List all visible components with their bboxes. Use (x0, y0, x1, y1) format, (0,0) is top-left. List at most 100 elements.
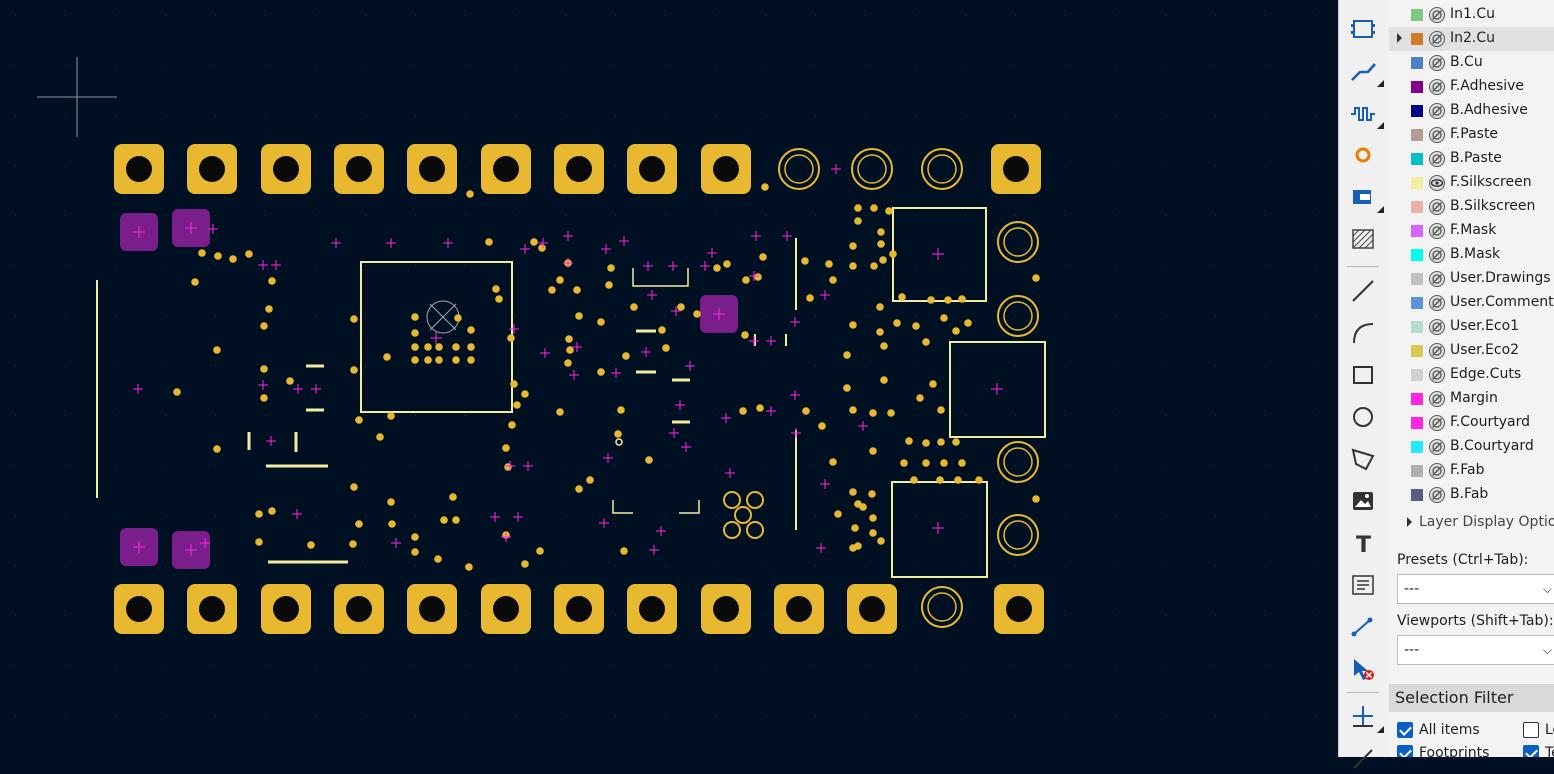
grid-dot (465, 265, 466, 266)
hidden-icon[interactable] (1428, 486, 1446, 504)
pcb-canvas[interactable] (0, 0, 1338, 757)
layer-color-swatch[interactable] (1411, 225, 1423, 237)
layer-row[interactable]: B.Adhesive (1389, 99, 1554, 123)
layer-row[interactable]: User.Eco1 (1389, 315, 1554, 339)
layer-row[interactable]: In2.Cu (1389, 27, 1554, 51)
hidden-icon[interactable] (1428, 438, 1446, 456)
locked-items-checkbox[interactable] (1523, 722, 1539, 738)
layer-color-swatch[interactable] (1411, 273, 1423, 285)
layer-color-swatch[interactable] (1411, 417, 1423, 429)
layer-row[interactable]: F.Mask (1389, 219, 1554, 243)
hidden-icon[interactable] (1428, 102, 1446, 120)
grid-dot (1065, 465, 1066, 466)
layer-color-swatch[interactable] (1411, 345, 1423, 357)
hidden-icon[interactable] (1428, 390, 1446, 408)
layer-color-swatch[interactable] (1411, 201, 1423, 213)
viewports-dropdown[interactable]: --- ⌵ (1397, 635, 1554, 665)
footprint-tool-button[interactable] (1348, 14, 1378, 44)
layer-color-swatch[interactable] (1411, 297, 1423, 309)
grid-dot (565, 515, 566, 516)
layer-color-swatch[interactable] (1411, 57, 1423, 69)
delete-tool-button[interactable] (1348, 654, 1378, 684)
layer-color-swatch[interactable] (1411, 33, 1423, 45)
anchor-tool-button[interactable] (1348, 702, 1378, 732)
layer-row[interactable]: Margin (1389, 387, 1554, 411)
layer-row[interactable]: F.Paste (1389, 123, 1554, 147)
hidden-icon[interactable] (1428, 462, 1446, 480)
zone-fill-tool-button[interactable] (1348, 224, 1378, 254)
grid-dot (765, 365, 766, 366)
hidden-icon[interactable] (1428, 78, 1446, 96)
add-rule-area-tool-button[interactable] (1348, 182, 1378, 212)
layer-row[interactable]: In1.Cu (1389, 3, 1554, 27)
layer-color-swatch[interactable] (1411, 369, 1423, 381)
layer-color-swatch[interactable] (1411, 393, 1423, 405)
layer-color-swatch[interactable] (1411, 465, 1423, 477)
presets-dropdown[interactable]: --- ⌵ (1397, 574, 1554, 604)
measure-tool-button[interactable] (1348, 744, 1378, 774)
grid-dot (1215, 615, 1216, 616)
layer-row[interactable]: B.Paste (1389, 147, 1554, 171)
layer-color-swatch[interactable] (1411, 9, 1423, 21)
layer-row[interactable]: Edge.Cuts (1389, 363, 1554, 387)
layer-row[interactable]: F.Silkscreen (1389, 171, 1554, 195)
hidden-icon[interactable] (1428, 318, 1446, 336)
hidden-icon[interactable] (1428, 270, 1446, 288)
layer-color-swatch[interactable] (1411, 249, 1423, 261)
grid-dot (1015, 715, 1016, 716)
circle-tool-button[interactable] (1348, 402, 1378, 432)
pcb-board-view[interactable] (0, 0, 1338, 757)
right-drawing-toolbar: T (1338, 0, 1390, 769)
dimension-tool-button[interactable] (1348, 612, 1378, 642)
hidden-icon[interactable] (1428, 294, 1446, 312)
layer-row[interactable]: B.Fab (1389, 483, 1554, 507)
hidden-icon[interactable] (1428, 198, 1446, 216)
hidden-icon[interactable] (1428, 30, 1446, 48)
layer-row[interactable]: B.Courtyard (1389, 435, 1554, 459)
layer-color-swatch[interactable] (1411, 441, 1423, 453)
line-tool-button[interactable] (1348, 276, 1378, 306)
hidden-icon[interactable] (1428, 222, 1446, 240)
layer-color-swatch[interactable] (1411, 129, 1423, 141)
layer-row[interactable]: User.Eco2 (1389, 339, 1554, 363)
layer-row[interactable]: B.Silkscreen (1389, 195, 1554, 219)
layer-color-swatch[interactable] (1411, 321, 1423, 333)
all-items-checkbox[interactable] (1397, 722, 1413, 738)
layer-row[interactable]: B.Cu (1389, 51, 1554, 75)
layer-color-swatch[interactable] (1411, 105, 1423, 117)
text-checkbox[interactable] (1523, 745, 1539, 757)
mounting-hole-ring (997, 295, 1039, 337)
text-tool-button[interactable]: T (1348, 528, 1378, 558)
layer-row[interactable]: User.Drawings (1389, 267, 1554, 291)
rectangle-tool-button[interactable] (1348, 360, 1378, 390)
layer-row[interactable]: F.Courtyard (1389, 411, 1554, 435)
layer-row[interactable]: B.Mask (1389, 243, 1554, 267)
hidden-icon[interactable] (1428, 54, 1446, 72)
eye-icon[interactable] (1428, 174, 1446, 192)
layer-color-swatch[interactable] (1411, 153, 1423, 165)
hidden-icon[interactable] (1428, 246, 1446, 264)
layer-row[interactable]: User.Comments (1389, 291, 1554, 315)
layer-color-swatch[interactable] (1411, 81, 1423, 93)
layer-name: User.Drawings (1450, 270, 1551, 286)
route-track-tool-button[interactable] (1348, 56, 1378, 86)
hidden-icon[interactable] (1428, 414, 1446, 432)
textbox-tool-button[interactable] (1348, 570, 1378, 600)
hidden-icon[interactable] (1428, 150, 1446, 168)
hidden-icon[interactable] (1428, 342, 1446, 360)
layer-row[interactable]: F.Adhesive (1389, 75, 1554, 99)
layer-color-swatch[interactable] (1411, 177, 1423, 189)
hidden-icon[interactable] (1428, 126, 1446, 144)
footprints-checkbox[interactable] (1397, 745, 1413, 757)
via (467, 326, 475, 334)
arc-tool-button[interactable] (1348, 318, 1378, 348)
via-tool-button[interactable] (1348, 140, 1378, 170)
hidden-icon[interactable] (1428, 6, 1446, 24)
layer-row[interactable]: F.Fab (1389, 459, 1554, 483)
tune-length-tool-button[interactable] (1348, 98, 1378, 128)
layer-color-swatch[interactable] (1411, 489, 1423, 501)
layer-display-options-toggle[interactable]: Layer Display Options (1389, 511, 1554, 535)
polygon-tool-button[interactable] (1348, 444, 1378, 474)
hidden-icon[interactable] (1428, 366, 1446, 384)
image-tool-button[interactable] (1348, 486, 1378, 516)
